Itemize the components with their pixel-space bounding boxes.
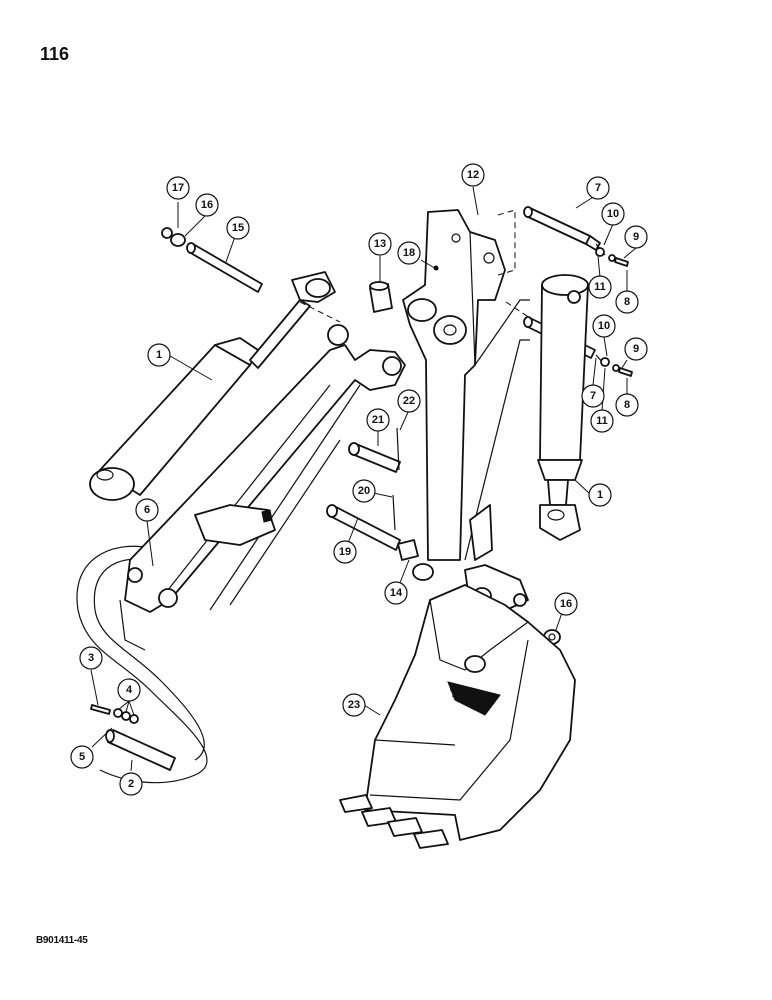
svg-text:3: 3 xyxy=(88,652,94,664)
callout-23: 23 xyxy=(342,693,366,717)
callout-4: 4 xyxy=(117,678,141,702)
hardware-middle-right xyxy=(600,357,633,377)
pin-2-assembly xyxy=(90,704,176,771)
callout-10-upper: 10 xyxy=(601,202,625,226)
callout-19: 19 xyxy=(333,540,357,564)
svg-text:6: 6 xyxy=(144,504,150,516)
callout-13: 13 xyxy=(368,232,392,256)
callout-12: 12 xyxy=(461,163,485,187)
drawing-reference-code: B901411-45 xyxy=(36,935,88,946)
callout-20: 20 xyxy=(352,479,376,503)
callout-1-right: 1 xyxy=(588,483,612,507)
callout-16-lower: 16 xyxy=(554,592,578,616)
svg-text:16: 16 xyxy=(201,199,213,211)
callout-8-upper: 8 xyxy=(615,290,639,314)
pin-19 xyxy=(326,504,401,551)
svg-text:10: 10 xyxy=(607,208,619,220)
svg-text:19: 19 xyxy=(339,546,351,558)
svg-text:2: 2 xyxy=(128,778,134,790)
svg-text:11: 11 xyxy=(596,415,608,427)
bushing-13 xyxy=(369,281,393,313)
hydraulic-hose xyxy=(76,545,208,784)
callout-11-upper: 11 xyxy=(588,275,612,299)
svg-text:9: 9 xyxy=(633,231,639,243)
callout-leaders xyxy=(90,186,637,772)
pin-15-assembly xyxy=(161,227,263,293)
svg-text:14: 14 xyxy=(390,587,403,599)
svg-text:8: 8 xyxy=(624,399,630,411)
svg-text:23: 23 xyxy=(348,699,360,711)
svg-text:4: 4 xyxy=(126,684,133,696)
main-boom xyxy=(402,209,530,561)
svg-text:16: 16 xyxy=(560,598,572,610)
callout-3: 3 xyxy=(79,646,103,670)
callout-9-upper: 9 xyxy=(624,225,648,249)
callout-7-upper: 7 xyxy=(586,176,610,200)
svg-text:8: 8 xyxy=(624,296,630,308)
callout-15: 15 xyxy=(226,216,250,240)
svg-text:1: 1 xyxy=(597,489,603,501)
callout-7-middle: 7 xyxy=(581,384,605,408)
svg-text:13: 13 xyxy=(374,238,386,250)
callout-6: 6 xyxy=(135,498,159,522)
svg-text:15: 15 xyxy=(232,222,244,234)
pin-22 xyxy=(396,427,400,471)
svg-text:20: 20 xyxy=(358,485,370,497)
pin-21 xyxy=(348,442,401,473)
callout-22: 22 xyxy=(397,389,421,413)
callout-9-middle: 9 xyxy=(624,337,648,361)
callout-1-left: 1 xyxy=(147,343,171,367)
callout-2: 2 xyxy=(119,772,143,796)
svg-text:22: 22 xyxy=(403,395,415,407)
svg-text:10: 10 xyxy=(598,320,610,332)
pin-20 xyxy=(392,494,396,531)
callout-18: 18 xyxy=(397,241,421,265)
svg-text:1: 1 xyxy=(156,349,162,361)
svg-text:17: 17 xyxy=(172,182,184,194)
callout-8-middle: 8 xyxy=(615,393,639,417)
svg-text:21: 21 xyxy=(372,414,384,426)
hardware-upper-right xyxy=(595,247,629,267)
callout-16-upper: 16 xyxy=(195,193,219,217)
right-hydraulic-cylinder xyxy=(537,274,589,541)
bucket xyxy=(339,584,576,849)
page-number: 116 xyxy=(40,44,70,64)
callout-21: 21 xyxy=(366,408,390,432)
svg-text:5: 5 xyxy=(79,751,85,763)
svg-text:18: 18 xyxy=(403,247,415,259)
callout-11-middle: 11 xyxy=(590,409,614,433)
bushing-14 xyxy=(397,539,434,581)
svg-text:11: 11 xyxy=(594,281,606,293)
callout-17: 17 xyxy=(166,176,190,200)
callout-5: 5 xyxy=(70,745,94,769)
left-hydraulic-cylinder xyxy=(89,271,341,501)
dipper-arm xyxy=(119,324,406,651)
svg-text:9: 9 xyxy=(633,343,639,355)
svg-text:12: 12 xyxy=(467,169,479,181)
svg-text:7: 7 xyxy=(590,390,596,402)
svg-text:7: 7 xyxy=(595,182,601,194)
pin-7-upper xyxy=(523,206,606,256)
callout-14: 14 xyxy=(384,581,408,605)
callout-10-middle: 10 xyxy=(592,314,616,338)
